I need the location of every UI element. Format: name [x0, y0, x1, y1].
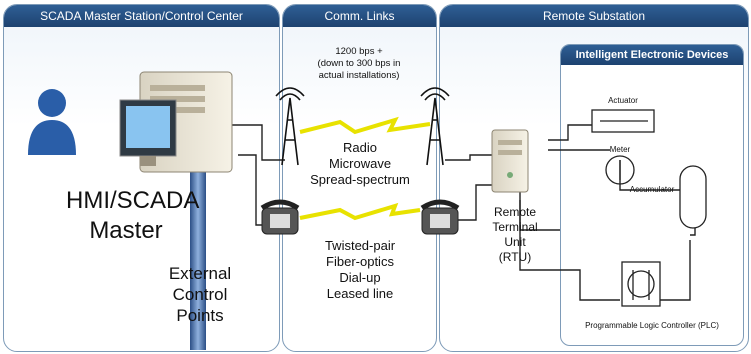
user-icon [28, 89, 76, 155]
connection-lines [230, 124, 696, 301]
meter-icon [605, 155, 635, 185]
accumulator-label: Accumulator [629, 185, 675, 194]
wired-media-label: Twisted-pair Fiber-optics Dial-up Leased… [324, 238, 396, 301]
hmi-master-label: HMI/SCADA Master [66, 187, 200, 244]
radio-bolt [299, 116, 431, 135]
master-station-header: SCADA Master Station/Control Center [4, 5, 279, 27]
control-pipe [190, 150, 206, 350]
remote-substation-header: Remote Substation [440, 5, 748, 27]
plc-icon [621, 261, 661, 307]
server-icon [491, 129, 529, 193]
external-control-points-label: External Control Points [168, 264, 232, 325]
actuator-label: Actuator [608, 96, 638, 105]
plc-label: Programmable Logic Controller (PLC) [585, 321, 719, 330]
actuator-icon [591, 109, 655, 133]
ied-panel: Intelligent Electronic Devices [560, 44, 744, 346]
computer-icon [119, 71, 233, 173]
telephone-icon [420, 199, 460, 235]
rtu-label: Remote Terminal Unit (RTU) [492, 205, 538, 264]
comm-links-panel: Comm. Links [282, 4, 437, 352]
radio-tower-icon [275, 87, 305, 166]
accumulator-icon [679, 165, 707, 229]
radio-tower-icon [420, 87, 450, 166]
meter-label: Meter [609, 145, 631, 154]
master-station-panel: SCADA Master Station/Control Center [3, 4, 280, 352]
bandwidth-note: 1200 bps + (down to 300 bps in actual in… [317, 46, 401, 81]
wired-bolt [299, 202, 421, 221]
radio-media-label: Radio Microwave Spread-spectrum [310, 140, 410, 187]
comm-links-header: Comm. Links [283, 5, 436, 27]
telephone-icon [260, 199, 300, 235]
ied-header: Intelligent Electronic Devices [561, 45, 743, 65]
